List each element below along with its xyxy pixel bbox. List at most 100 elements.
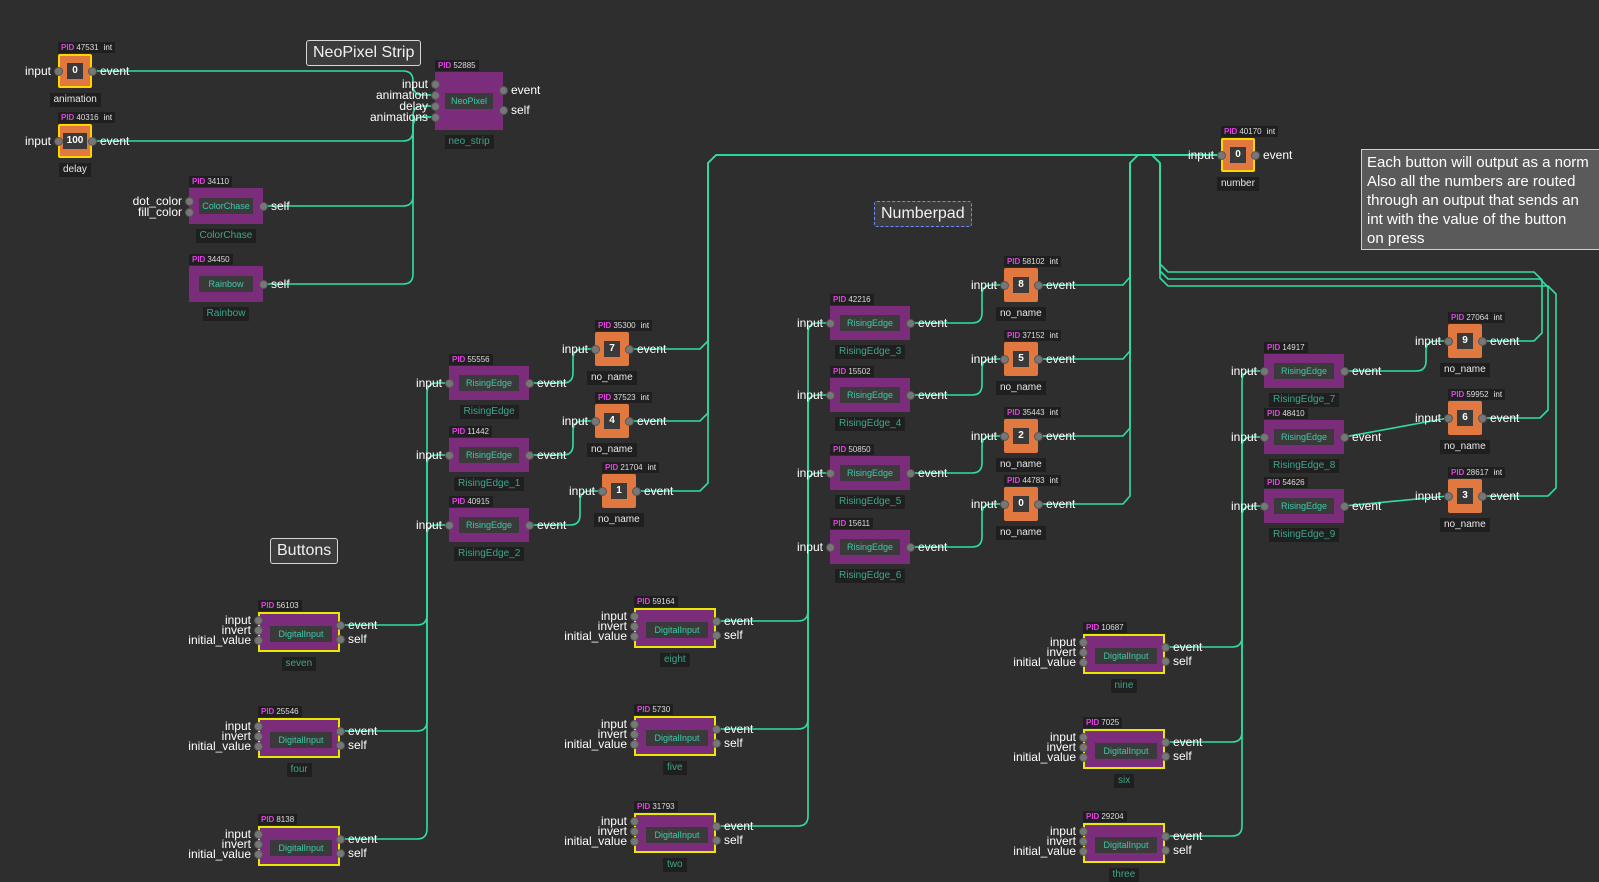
invert-input-port[interactable] — [254, 626, 263, 635]
event-output-port[interactable] — [1161, 832, 1170, 841]
node-body[interactable]: 8 — [1004, 268, 1038, 302]
self-output-port[interactable] — [259, 280, 268, 289]
node-body[interactable]: DigitalInput — [1083, 823, 1165, 863]
node-body[interactable]: 3 — [1448, 479, 1482, 513]
node-body[interactable]: RisingEdge — [830, 530, 910, 564]
invert-input-port[interactable] — [630, 730, 639, 739]
node-body[interactable]: RisingEdge — [830, 306, 910, 340]
invert-input-port[interactable] — [254, 840, 263, 849]
node-body[interactable]: 0 — [1004, 487, 1038, 521]
initial-value-input-port[interactable] — [254, 742, 263, 751]
node-body[interactable]: ColorChase — [189, 188, 263, 224]
input-input-port[interactable] — [254, 616, 263, 625]
input-input-port[interactable] — [826, 543, 835, 552]
event-output-port[interactable] — [1478, 414, 1487, 423]
node-body[interactable]: RisingEdge — [1264, 420, 1344, 454]
node-body[interactable]: 6 — [1448, 401, 1482, 435]
group-label-neopixel[interactable]: NeoPixel Strip — [306, 40, 422, 66]
input-input-port[interactable] — [826, 319, 835, 328]
self-output-port[interactable] — [336, 635, 345, 644]
input-input-port[interactable] — [1079, 827, 1088, 836]
event-output-port[interactable] — [525, 521, 534, 530]
input-input-port[interactable] — [54, 67, 63, 76]
input-input-port[interactable] — [826, 469, 835, 478]
input-input-port[interactable] — [1260, 502, 1269, 511]
input-input-port[interactable] — [591, 417, 600, 426]
self-output-port[interactable] — [1161, 752, 1170, 761]
node-body[interactable]: DigitalInput — [634, 608, 716, 648]
self-output-port[interactable] — [336, 741, 345, 750]
event-output-port[interactable] — [1340, 502, 1349, 511]
node-body[interactable]: Rainbow — [189, 266, 263, 302]
self-output-port[interactable] — [259, 202, 268, 211]
node-body[interactable]: 0 — [1221, 138, 1255, 172]
input-input-port[interactable] — [1260, 433, 1269, 442]
input-input-port[interactable] — [1000, 281, 1009, 290]
event-output-port[interactable] — [1034, 355, 1043, 364]
node-body[interactable]: RisingEdge — [449, 366, 529, 400]
initial-value-input-port[interactable] — [1079, 753, 1088, 762]
input-input-port[interactable] — [598, 487, 607, 496]
self-output-port[interactable] — [499, 106, 508, 115]
event-output-port[interactable] — [906, 543, 915, 552]
event-output-port[interactable] — [1034, 432, 1043, 441]
event-output-port[interactable] — [625, 345, 634, 354]
node-body[interactable]: DigitalInput — [258, 718, 340, 758]
input-input-port[interactable] — [1444, 414, 1453, 423]
initial-value-input-port[interactable] — [254, 850, 263, 859]
event-output-port[interactable] — [906, 391, 915, 400]
node-body[interactable]: 1 — [602, 474, 636, 508]
node-body[interactable]: NeoPixel — [435, 72, 503, 130]
input-input-port[interactable] — [630, 612, 639, 621]
initial-value-input-port[interactable] — [630, 632, 639, 641]
self-output-port[interactable] — [1161, 657, 1170, 666]
event-output-port[interactable] — [712, 725, 721, 734]
node-body[interactable]: DigitalInput — [634, 813, 716, 853]
dot-color-input-port[interactable] — [185, 197, 194, 206]
event-output-port[interactable] — [1340, 367, 1349, 376]
event-output-port[interactable] — [336, 835, 345, 844]
event-output-port[interactable] — [906, 469, 915, 478]
event-output-port[interactable] — [336, 727, 345, 736]
input-input-port[interactable] — [1000, 500, 1009, 509]
event-output-port[interactable] — [632, 487, 641, 496]
event-output-port[interactable] — [625, 417, 634, 426]
node-body[interactable]: DigitalInput — [1083, 634, 1165, 674]
node-body[interactable]: RisingEdge — [830, 456, 910, 490]
input-input-port[interactable] — [445, 451, 454, 460]
node-body[interactable]: 2 — [1004, 419, 1038, 453]
event-output-port[interactable] — [88, 67, 97, 76]
invert-input-port[interactable] — [254, 732, 263, 741]
node-body[interactable]: DigitalInput — [258, 612, 340, 652]
node-body[interactable]: DigitalInput — [634, 716, 716, 756]
node-body[interactable]: RisingEdge — [449, 508, 529, 542]
initial-value-input-port[interactable] — [1079, 847, 1088, 856]
node-body[interactable]: 5 — [1004, 342, 1038, 376]
event-output-port[interactable] — [525, 379, 534, 388]
event-output-port[interactable] — [1034, 281, 1043, 290]
event-output-port[interactable] — [1251, 151, 1260, 160]
delay-input-port[interactable] — [431, 102, 440, 111]
node-body[interactable]: 100 — [58, 124, 92, 158]
input-input-port[interactable] — [1444, 337, 1453, 346]
invert-input-port[interactable] — [1079, 743, 1088, 752]
invert-input-port[interactable] — [1079, 648, 1088, 657]
initial-value-input-port[interactable] — [630, 740, 639, 749]
node-body[interactable]: DigitalInput — [1083, 729, 1165, 769]
animation-input-port[interactable] — [431, 91, 440, 100]
